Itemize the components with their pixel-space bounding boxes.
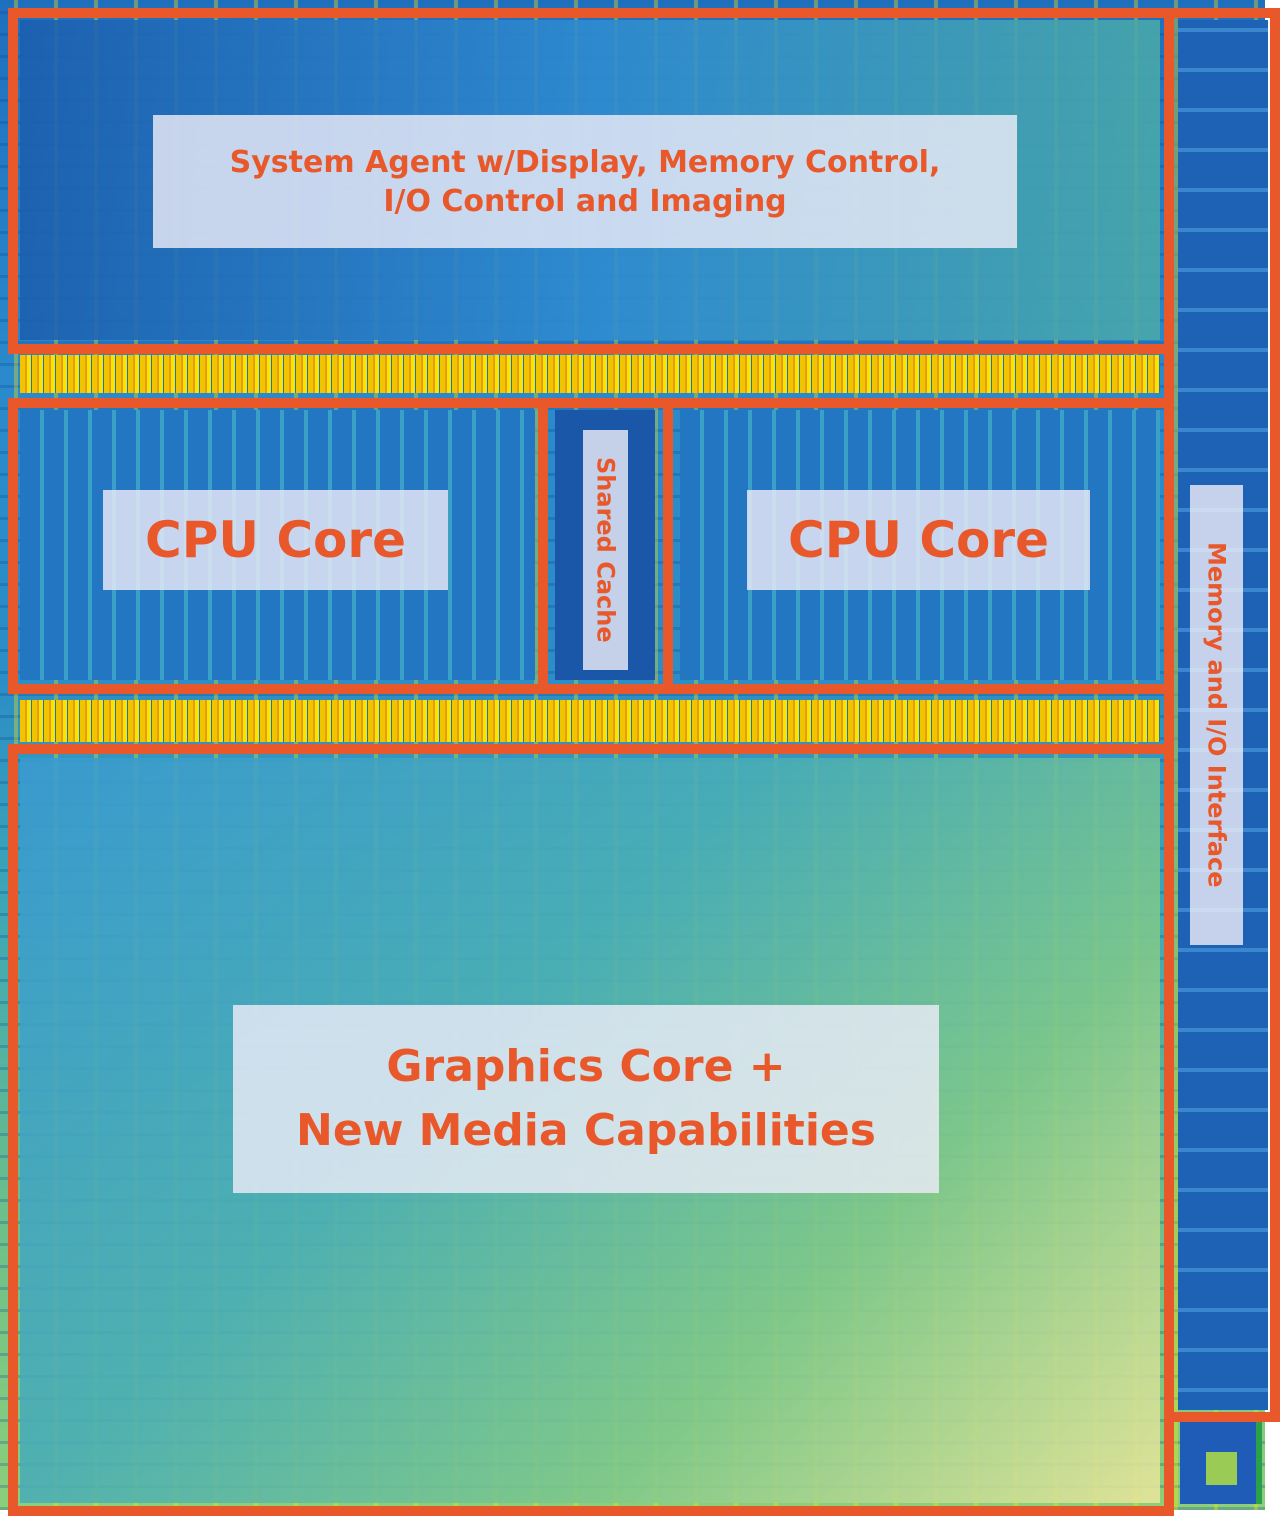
shared-cache-text: Shared Cache xyxy=(591,457,620,643)
ring-bus-lower xyxy=(20,700,1160,742)
system-agent-label-line1: System Agent w/Display, Memory Control, xyxy=(229,144,941,180)
system-agent-label: System Agent w/Display, Memory Control, … xyxy=(153,115,1017,248)
corner-marker xyxy=(1206,1452,1237,1485)
memory-io-text: Memory and I/O Interface xyxy=(1202,542,1231,888)
system-agent-label-line2: I/O Control and Imaging xyxy=(383,183,787,219)
graphics-label: Graphics Core + New Media Capabilities xyxy=(233,1005,939,1193)
cpu-core-right-label: CPU Core xyxy=(747,490,1090,590)
graphics-label-line2: New Media Capabilities xyxy=(296,1105,876,1156)
memory-io-frame xyxy=(1164,8,1280,1422)
graphics-label-line1: Graphics Core + xyxy=(386,1041,786,1093)
ring-bus-upper xyxy=(20,355,1160,393)
memory-io-label: Memory and I/O Interface xyxy=(1190,485,1243,945)
shared-cache-label: Shared Cache xyxy=(583,430,628,670)
cpu-core-left-label: CPU Core xyxy=(103,490,448,590)
